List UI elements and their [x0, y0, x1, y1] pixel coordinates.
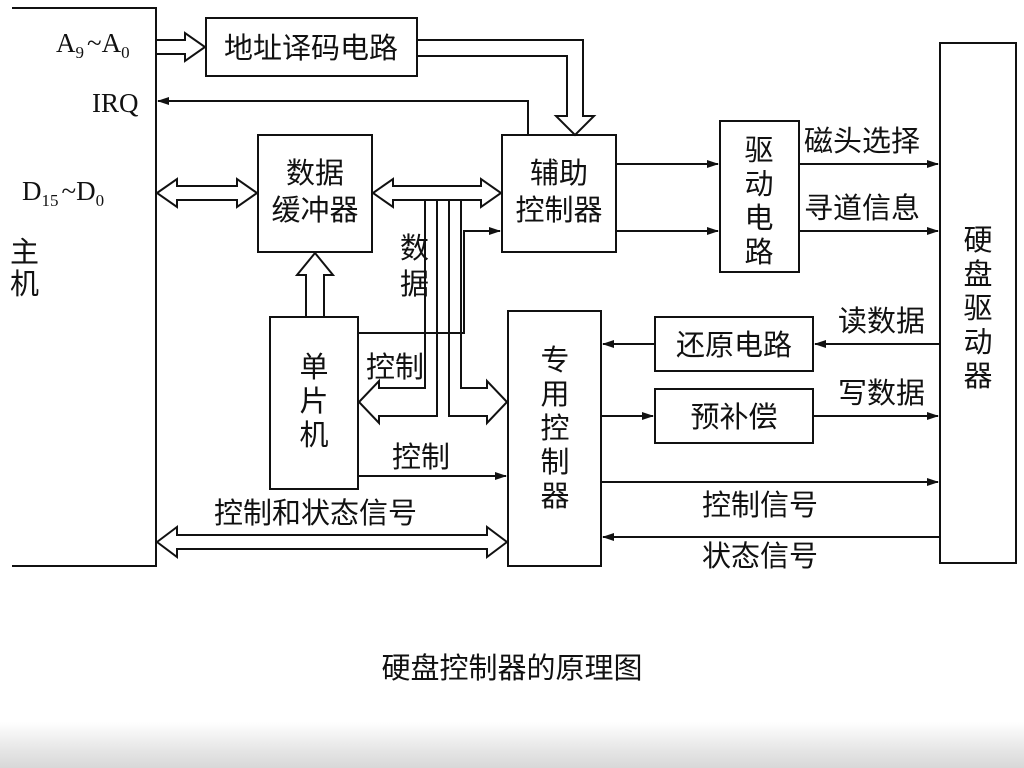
- mcu-to-aux-line: [358, 227, 501, 334]
- control-status-label: 控制和状态信号: [214, 496, 417, 530]
- buffer-to-mcu-control-arrow: [357, 199, 438, 426]
- address-bus-arrow: [155, 31, 207, 63]
- irq-line: [157, 97, 529, 135]
- control-signal-label: 控制信号: [702, 488, 818, 522]
- address-signal-label: A9~A0: [56, 28, 130, 62]
- disk-driver-box: [939, 42, 1017, 564]
- aux-controller-label: 辅助控制器: [515, 156, 602, 227]
- mcu-box: [269, 316, 359, 490]
- write-data-label: 写数据: [838, 376, 925, 410]
- data-bus-label: D15~D0: [22, 176, 104, 210]
- drive-circuit-label: 驱动电路: [744, 133, 773, 269]
- data-buffer-label: 数据缓冲器: [271, 156, 358, 227]
- special-controller-label: 专用控制器: [540, 343, 569, 513]
- aux-controller-box: [501, 134, 617, 253]
- precomp-box: [654, 388, 814, 444]
- control-status-bus-arrow: [155, 525, 509, 559]
- mcu-label: 单片机: [299, 350, 328, 452]
- slide-footer-band: [0, 722, 1024, 768]
- drive-circuit-box: [719, 120, 800, 273]
- restore-circuit-label: 还原电路: [676, 328, 792, 362]
- host-label: 主机: [10, 235, 39, 301]
- precomp-label: 预补偿: [690, 400, 777, 434]
- control-label-1: 控制: [366, 350, 424, 384]
- seek-info-label: 寻道信息: [804, 191, 920, 225]
- special-controller-box: [507, 310, 602, 567]
- head-select-label: 磁头选择: [804, 124, 920, 158]
- mcu-to-buffer-arrow: [294, 251, 336, 318]
- read-data-label: 读数据: [838, 304, 925, 338]
- buffer-to-special-arrow: [448, 199, 509, 426]
- host-frame: [12, 7, 157, 567]
- control-label-2: 控制: [392, 440, 450, 474]
- irq-label: IRQ: [92, 88, 139, 118]
- status-signal-label: 状态信号: [702, 539, 818, 573]
- host-buffer-bus-arrow: [155, 177, 259, 209]
- address-decoder-box: [205, 17, 418, 77]
- diagram-caption: 硬盘控制器的原理图: [381, 651, 643, 685]
- data-vertical-label: 数据: [400, 231, 429, 301]
- address-decoder-label: 地址译码电路: [224, 31, 398, 65]
- decoder-to-aux-arrow: [416, 39, 597, 137]
- disk-driver-label: 硬盘驱动器: [963, 223, 992, 393]
- buffer-aux-bus-arrow: [371, 177, 503, 209]
